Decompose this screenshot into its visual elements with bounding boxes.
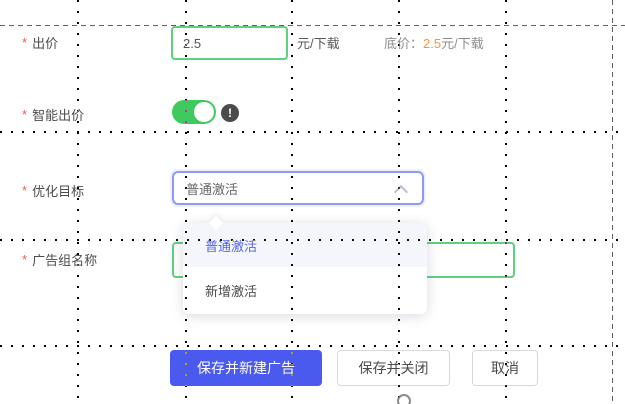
- exclamation-circle-icon[interactable]: !: [221, 104, 239, 122]
- smart-bid-label-text: 智能出价: [32, 108, 85, 123]
- required-asterisk: *: [22, 35, 28, 50]
- grid-dotted-hline: [0, 131, 625, 133]
- grid-dotted-vline: [77, 0, 79, 404]
- toggle-knob: [194, 102, 214, 122]
- grid-dashed-hline: [0, 25, 625, 26]
- dropdown-option-label: 普通激活: [205, 238, 258, 254]
- optimize-goal-label-text: 优化目标: [32, 184, 85, 199]
- dropdown-option-putong-jihuo[interactable]: 普通激活: [183, 223, 427, 267]
- bid-unit: 元/下载: [297, 36, 340, 51]
- smart-bid-toggle[interactable]: [172, 100, 216, 124]
- smart-bid-label: * 智能出价: [22, 105, 84, 124]
- dropdown-option-xinzeng-jihuo[interactable]: 新增激活: [183, 267, 427, 314]
- bid-label: * 出价: [22, 33, 58, 52]
- optimize-goal-select[interactable]: 普通激活: [172, 171, 424, 205]
- floor-price-unit: 元/下载: [441, 36, 484, 51]
- required-asterisk: *: [22, 252, 28, 267]
- floor-price-label: 底价：: [384, 36, 424, 51]
- save-and-close-button[interactable]: 保存并关闭: [337, 350, 450, 386]
- required-asterisk: *: [22, 183, 28, 198]
- bid-input[interactable]: [171, 26, 288, 60]
- cancel-button[interactable]: 取消: [472, 350, 538, 386]
- floor-price-value: 2.5: [423, 36, 442, 51]
- optimize-goal-dropdown: 普通激活 新增激活: [183, 215, 427, 314]
- clipped-circle-icon: [397, 394, 411, 404]
- floor-price: 底价：2.5元/下载: [384, 33, 484, 52]
- dropdown-option-label: 新增激活: [205, 284, 258, 299]
- save-and-new-ad-button[interactable]: 保存并新建广告: [170, 350, 322, 386]
- chevron-up-icon: [393, 184, 409, 200]
- group-name-label: * 广告组名称: [22, 250, 97, 269]
- bid-label-text: 出价: [32, 36, 59, 51]
- optimize-goal-label: * 优化目标: [22, 181, 84, 200]
- grid-dotted-vline: [505, 0, 507, 404]
- required-asterisk: *: [22, 107, 28, 122]
- optimize-goal-selected-value: 普通激活: [186, 181, 239, 197]
- grid-dotted-hline: [0, 345, 625, 347]
- group-name-label-text: 广告组名称: [32, 253, 98, 268]
- grid-dashed-vline: [612, 0, 613, 404]
- exclamation-glyph: !: [228, 106, 232, 120]
